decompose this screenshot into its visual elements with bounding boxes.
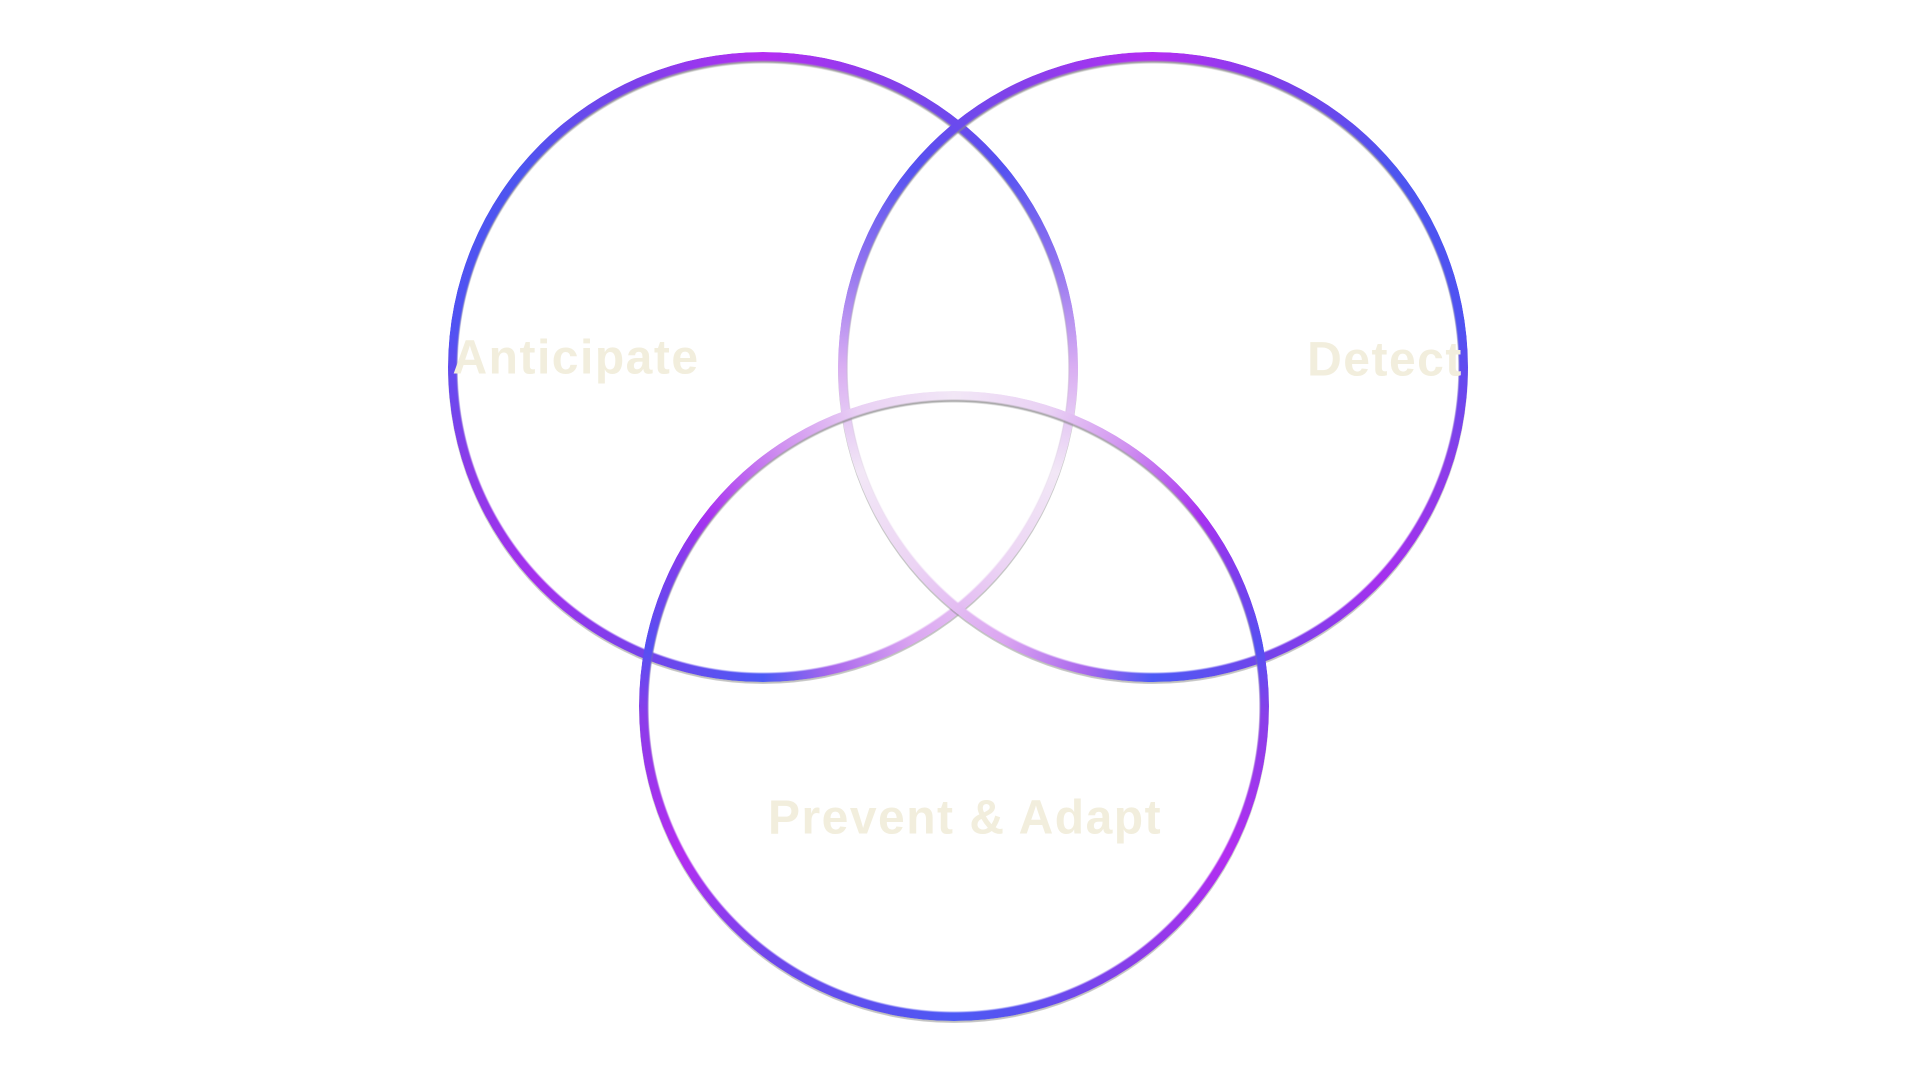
set-label-prevent-adapt: Prevent & Adapt bbox=[767, 791, 1163, 845]
set-label-anticipate: Anticipate bbox=[452, 331, 700, 385]
venn-circle-prevent-adapt bbox=[639, 391, 1269, 1023]
circle-gradient-stroke bbox=[639, 391, 1269, 1021]
set-label-detect: Detect bbox=[1307, 333, 1463, 387]
